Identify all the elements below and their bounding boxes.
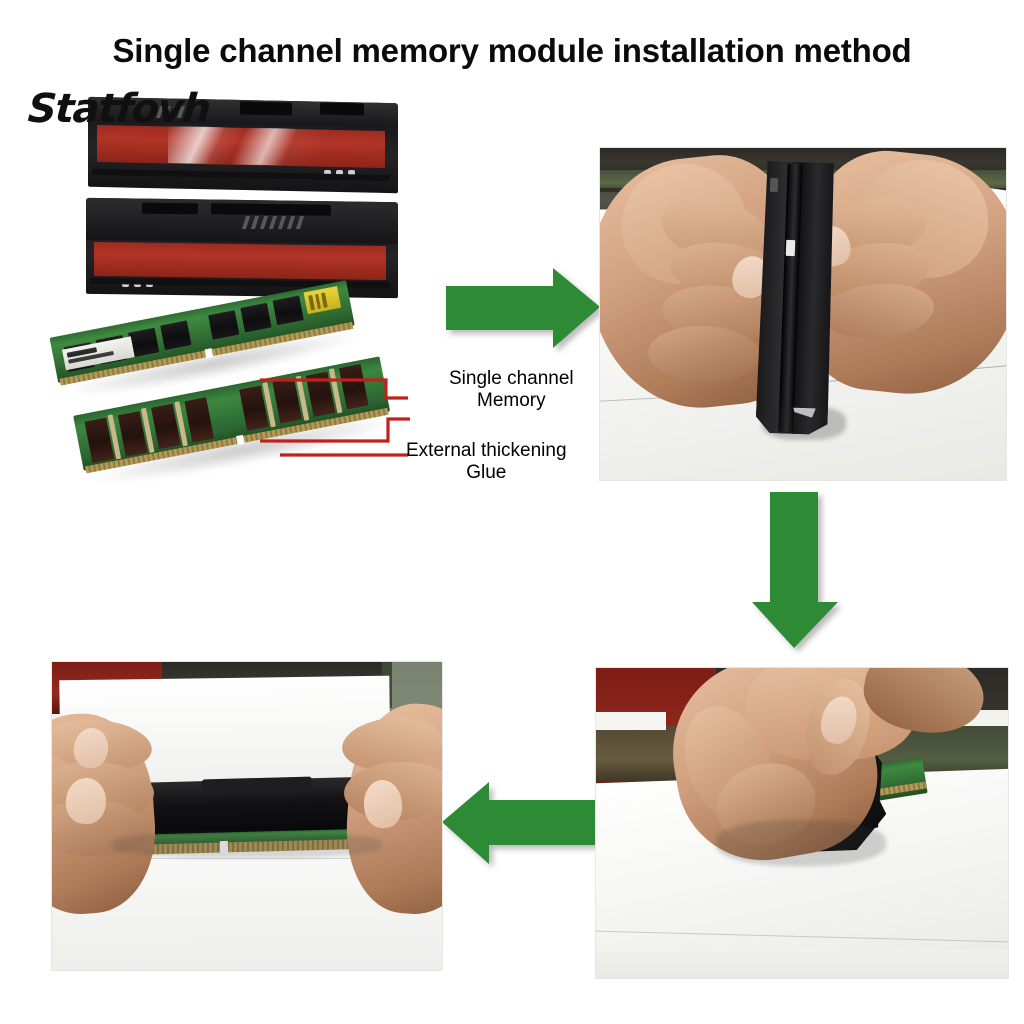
heatsink-cover-lower	[86, 197, 398, 299]
callout-line-glue-bracket	[258, 405, 410, 451]
arrow-left-icon	[432, 772, 604, 874]
callout-label-line1: External thickening	[406, 440, 567, 461]
callout-label-line2: Memory	[477, 390, 546, 412]
photo-step-3-sliding-heatsink	[596, 668, 1008, 978]
callout-label-external-thickening-glue: External thickening Glue	[406, 440, 567, 485]
page-title: Single channel memory module installatio…	[112, 32, 912, 69]
heatsink-cover-upper	[88, 96, 398, 194]
callout-line-single-channel-memory	[258, 368, 408, 410]
arrow-down-icon	[742, 486, 852, 656]
callout-label-single-channel-memory: Single channel Memory	[449, 368, 574, 413]
callout-line-glue	[278, 448, 410, 462]
callout-label-line2: Glue	[466, 462, 507, 484]
photo-step-4-finished-assembly	[52, 662, 442, 970]
callout-label-line1: Single channel	[449, 368, 574, 389]
photo-step-2-holding-heatsink	[600, 148, 1006, 480]
arrow-right-icon	[438, 258, 608, 358]
